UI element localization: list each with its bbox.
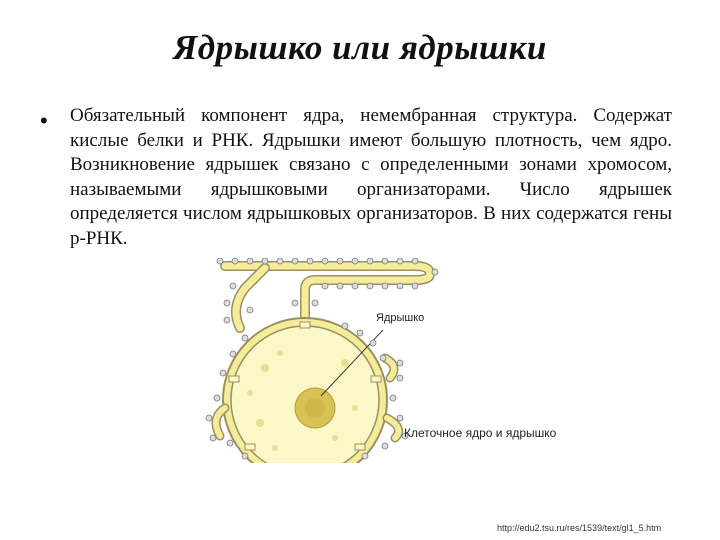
bullet-marker: •: [40, 108, 48, 133]
nuclear-pore: [354, 443, 366, 451]
nucleus-diagram: [205, 258, 439, 463]
slide-title: Ядрышко или ядрышки: [173, 28, 547, 67]
nuclear-pore: [299, 321, 311, 329]
ribosomes: [205, 258, 439, 460]
nuclear-pore: [244, 443, 256, 451]
nucleolus-label: Ядрышко: [376, 312, 425, 324]
bullet-text: Обязательный компонент ядра, немембранна…: [70, 105, 672, 249]
figure-caption: Клеточное ядро и ядрышко: [404, 426, 557, 440]
nuclear-pore: [228, 375, 240, 383]
nuclear-pore: [370, 375, 382, 383]
chromatin: [247, 350, 358, 451]
source-link[interactable]: http://edu2.tsu.ru/res/1539/text/gl1_5.h…: [497, 523, 662, 533]
